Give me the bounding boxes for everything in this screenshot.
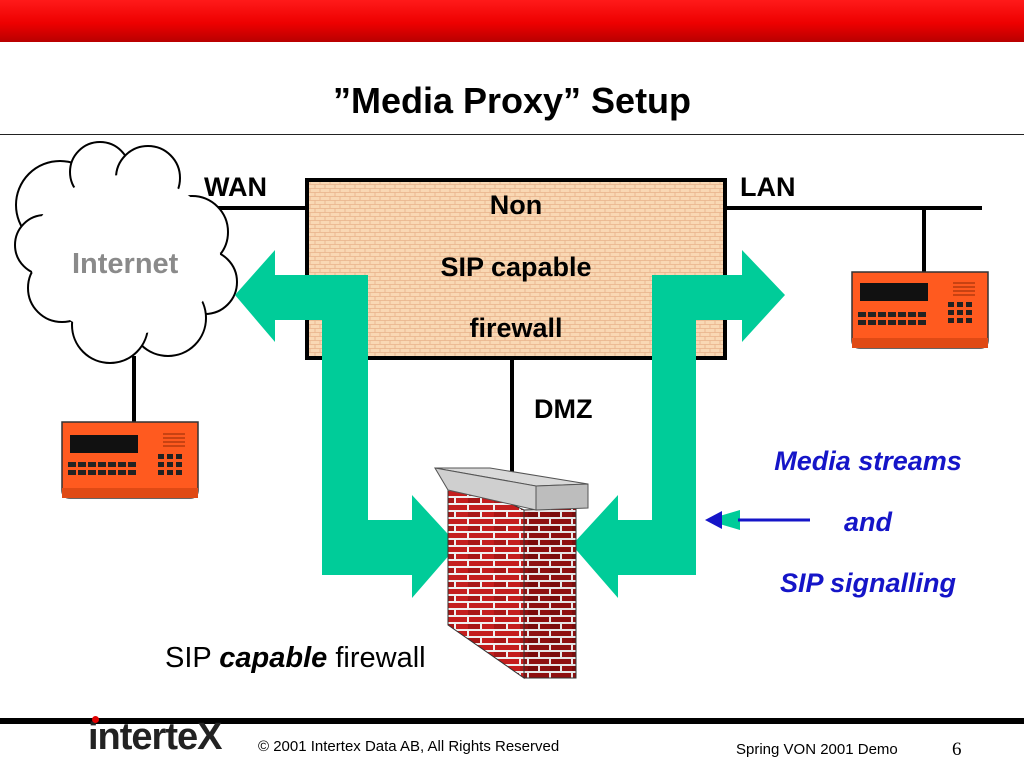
event-name: Spring VON 2001 Demo xyxy=(736,741,898,758)
intertex-logo: interteX xyxy=(88,716,222,758)
wan-label: WAN xyxy=(204,172,267,202)
logo-dot-icon xyxy=(92,716,99,723)
copyright-text: © 2001 Intertex Data AB, All Rights Rese… xyxy=(258,738,560,755)
arrow-left-small xyxy=(706,510,740,530)
caption-suffix: firewall xyxy=(327,642,426,674)
media-stream-arrows xyxy=(235,250,785,598)
dmz-label: DMZ xyxy=(534,394,593,424)
lan-phone-device xyxy=(851,271,989,349)
firewall-text-line2: SIP capable xyxy=(440,252,592,282)
caption-prefix: SIP xyxy=(165,642,220,674)
media-note-line1: Media streams xyxy=(774,446,962,476)
internet-label: Internet xyxy=(72,248,179,280)
wan-phone-device xyxy=(61,421,199,499)
sip-capable-firewall xyxy=(434,467,589,679)
header-bar xyxy=(0,0,1024,42)
footer-divider xyxy=(0,718,1024,724)
caption-emphasis: capable xyxy=(219,642,328,674)
media-note-line2: and xyxy=(843,507,892,537)
title-divider xyxy=(0,134,1024,135)
note-pointer-head xyxy=(705,511,722,529)
page-number: 6 xyxy=(952,739,962,760)
lan-label: LAN xyxy=(740,172,796,202)
firewall-text-line1: Non xyxy=(489,190,543,220)
media-note-line3: SIP signalling xyxy=(779,568,957,598)
sip-firewall-caption: SIP capable firewall xyxy=(165,642,426,675)
slide-title: ”Media Proxy” Setup xyxy=(332,80,692,121)
firewall-text-line3: firewall xyxy=(469,313,563,343)
